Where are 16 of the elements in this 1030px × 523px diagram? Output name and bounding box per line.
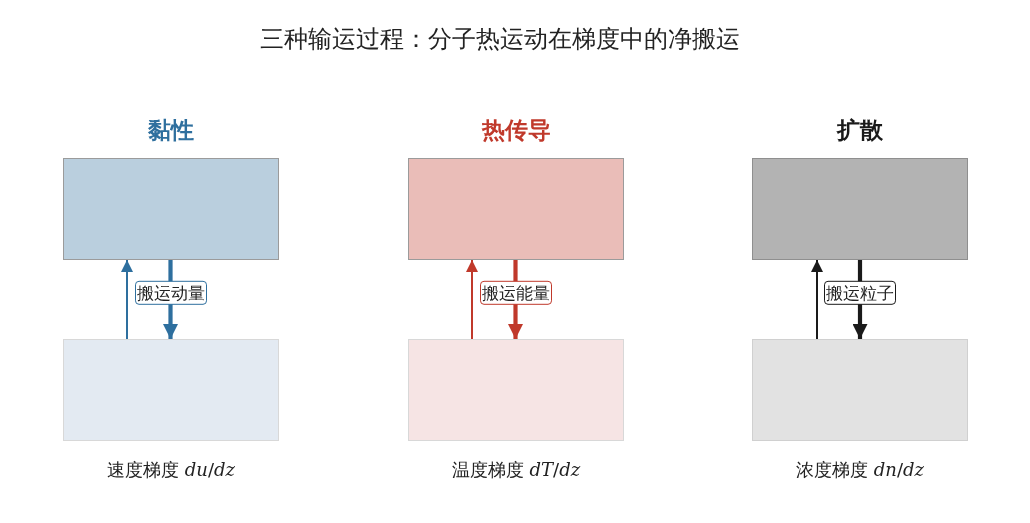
layer-box [63,339,279,441]
arrow [121,259,133,340]
edge-label: 搬运动量 [134,280,207,306]
edge-label: 搬运粒子 [824,280,896,306]
arrow [466,259,478,340]
gradient-caption: 温度梯度 dT/dz [451,459,581,481]
heading: 热传导 [481,117,551,145]
layer-box [408,339,624,441]
heading: 黏性 [148,117,194,145]
gradient-caption: 浓度梯度 dn/dz [796,459,924,481]
title: 三种输运过程：分子热运动在梯度中的净搬运 [260,25,740,54]
layer-box [752,339,968,441]
edge-label: 搬运能量 [479,280,552,306]
heading: 扩散 [837,117,883,145]
arrow [811,259,823,340]
gradient-caption: 速度梯度 du/dz [107,459,235,481]
